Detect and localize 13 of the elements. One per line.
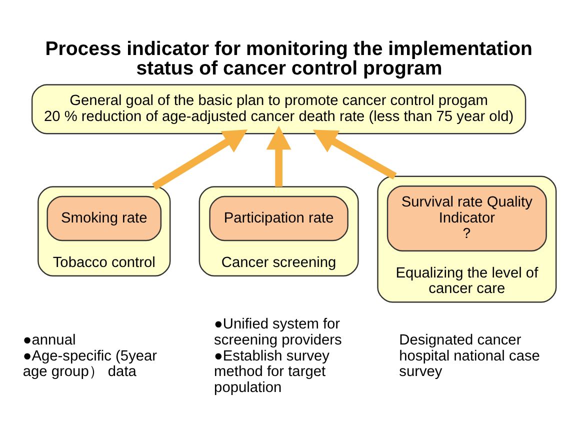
node-box: General goal of the basic plan to promote cancer control progam 20 % reduction of age-adjusted cancer death rate (less than 75 year old) — [31, 84, 526, 134]
node-box: Smoking rate — [46, 196, 162, 242]
arrow — [152, 130, 248, 190]
node-box: Survival rate Quality Indicator ？ — [386, 186, 547, 252]
node-label: Designated cancer hospital national case survey — [399, 332, 540, 380]
node-label: ●Establish survey method for target population — [214, 348, 330, 396]
arrow — [312, 130, 397, 180]
diagram-title: Process indicator for monitoring the implementation status of cancer control program — [45, 38, 532, 80]
node-label: ●annual — [22, 332, 76, 348]
node-label: ●Age-specific (5year age group） data — [22, 348, 158, 380]
arrow — [266, 126, 292, 187]
node-label: ●Unified system for screening providers — [214, 316, 342, 348]
node-box: Participation rate — [209, 196, 348, 242]
